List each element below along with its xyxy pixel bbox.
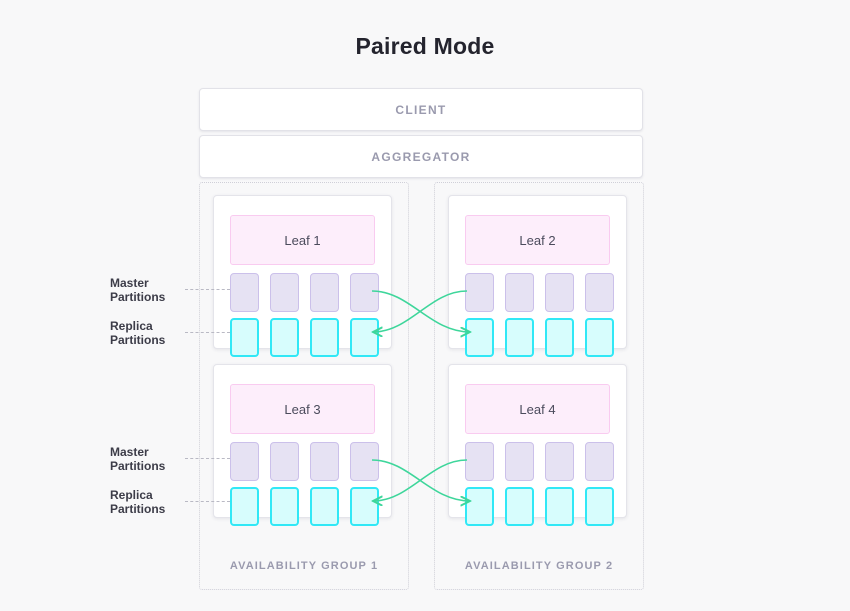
master-partition xyxy=(310,442,339,481)
availability-group-1-label: AVAILABILITY GROUP 1 xyxy=(229,560,379,572)
page-title: Paired Mode xyxy=(355,33,495,59)
replica-partition xyxy=(310,487,339,526)
leaf-1-box: Leaf 1 xyxy=(230,215,375,265)
client-label: CLIENT xyxy=(395,102,447,117)
leaf-card-1: Leaf 1 xyxy=(213,195,392,357)
master-partition xyxy=(230,273,259,312)
label-line-1: Master xyxy=(110,445,149,459)
replica-partition xyxy=(585,318,614,357)
label-line-1: Replica xyxy=(110,488,153,502)
replica-partition xyxy=(545,318,574,357)
replica-partition xyxy=(465,487,494,526)
replica-partition xyxy=(545,487,574,526)
leader-line-replica-top xyxy=(185,332,230,333)
replica-partition xyxy=(230,318,259,357)
label-master-partitions-top: Master Partitions xyxy=(110,276,198,304)
master-partition xyxy=(350,273,379,312)
replica-partition xyxy=(585,487,614,526)
leaf-card-4: Leaf 4 xyxy=(448,364,627,526)
master-partition xyxy=(465,442,494,481)
leaf-4-replica-row xyxy=(465,487,614,526)
replica-partition xyxy=(505,318,534,357)
label-line-2: Partitions xyxy=(110,290,166,304)
client-box: CLIENT xyxy=(199,88,643,131)
master-partition xyxy=(230,442,259,481)
master-partition xyxy=(585,442,614,481)
master-partition xyxy=(545,442,574,481)
leader-line-master-bottom xyxy=(185,458,230,459)
master-partition xyxy=(350,442,379,481)
leaf-1-master-row xyxy=(230,273,379,312)
replica-partition xyxy=(350,487,379,526)
master-partition xyxy=(585,273,614,312)
master-partition xyxy=(545,273,574,312)
replica-partition xyxy=(270,318,299,357)
replica-partition xyxy=(310,318,339,357)
leaf-1-label: Leaf 1 xyxy=(284,232,321,248)
leaf-2-master-row xyxy=(465,273,614,312)
label-line-2: Partitions xyxy=(110,459,166,473)
leaf-card-3: Leaf 3 xyxy=(213,364,392,526)
availability-group-2-label: AVAILABILITY GROUP 2 xyxy=(464,560,614,572)
label-line-1: Master xyxy=(110,276,149,290)
master-partition xyxy=(465,273,494,312)
availability-group-1: AVAILABILITY GROUP 1 xyxy=(199,182,409,590)
label-line-1: Replica xyxy=(110,319,153,333)
master-partition xyxy=(505,273,534,312)
label-line-2: Partitions xyxy=(110,333,166,347)
replica-partition xyxy=(465,318,494,357)
leaf-3-box: Leaf 3 xyxy=(230,384,375,434)
master-partition xyxy=(505,442,534,481)
leaf-2-label: Leaf 2 xyxy=(519,232,556,248)
aggregator-box: AGGREGATOR xyxy=(199,135,643,178)
leaf-4-master-row xyxy=(465,442,614,481)
leaf-3-replica-row xyxy=(230,487,379,526)
leader-line-replica-bottom xyxy=(185,501,230,502)
label-master-partitions-bottom: Master Partitions xyxy=(110,445,198,473)
leader-line-master-top xyxy=(185,289,230,290)
leaf-4-box: Leaf 4 xyxy=(465,384,610,434)
label-replica-partitions-top: Replica Partitions xyxy=(110,319,198,347)
label-line-2: Partitions xyxy=(110,502,166,516)
replica-partition xyxy=(230,487,259,526)
leaf-card-2: Leaf 2 xyxy=(448,195,627,357)
replica-partition xyxy=(505,487,534,526)
aggregator-label: AGGREGATOR xyxy=(371,149,471,164)
leaf-2-box: Leaf 2 xyxy=(465,215,610,265)
leaf-1-replica-row xyxy=(230,318,379,357)
label-replica-partitions-bottom: Replica Partitions xyxy=(110,488,198,516)
master-partition xyxy=(310,273,339,312)
leaf-2-replica-row xyxy=(465,318,614,357)
master-partition xyxy=(270,273,299,312)
leaf-3-label: Leaf 3 xyxy=(284,401,321,417)
replica-partition xyxy=(350,318,379,357)
leaf-4-label: Leaf 4 xyxy=(519,401,556,417)
leaf-3-master-row xyxy=(230,442,379,481)
availability-group-2: AVAILABILITY GROUP 2 xyxy=(434,182,644,590)
master-partition xyxy=(270,442,299,481)
replica-partition xyxy=(270,487,299,526)
